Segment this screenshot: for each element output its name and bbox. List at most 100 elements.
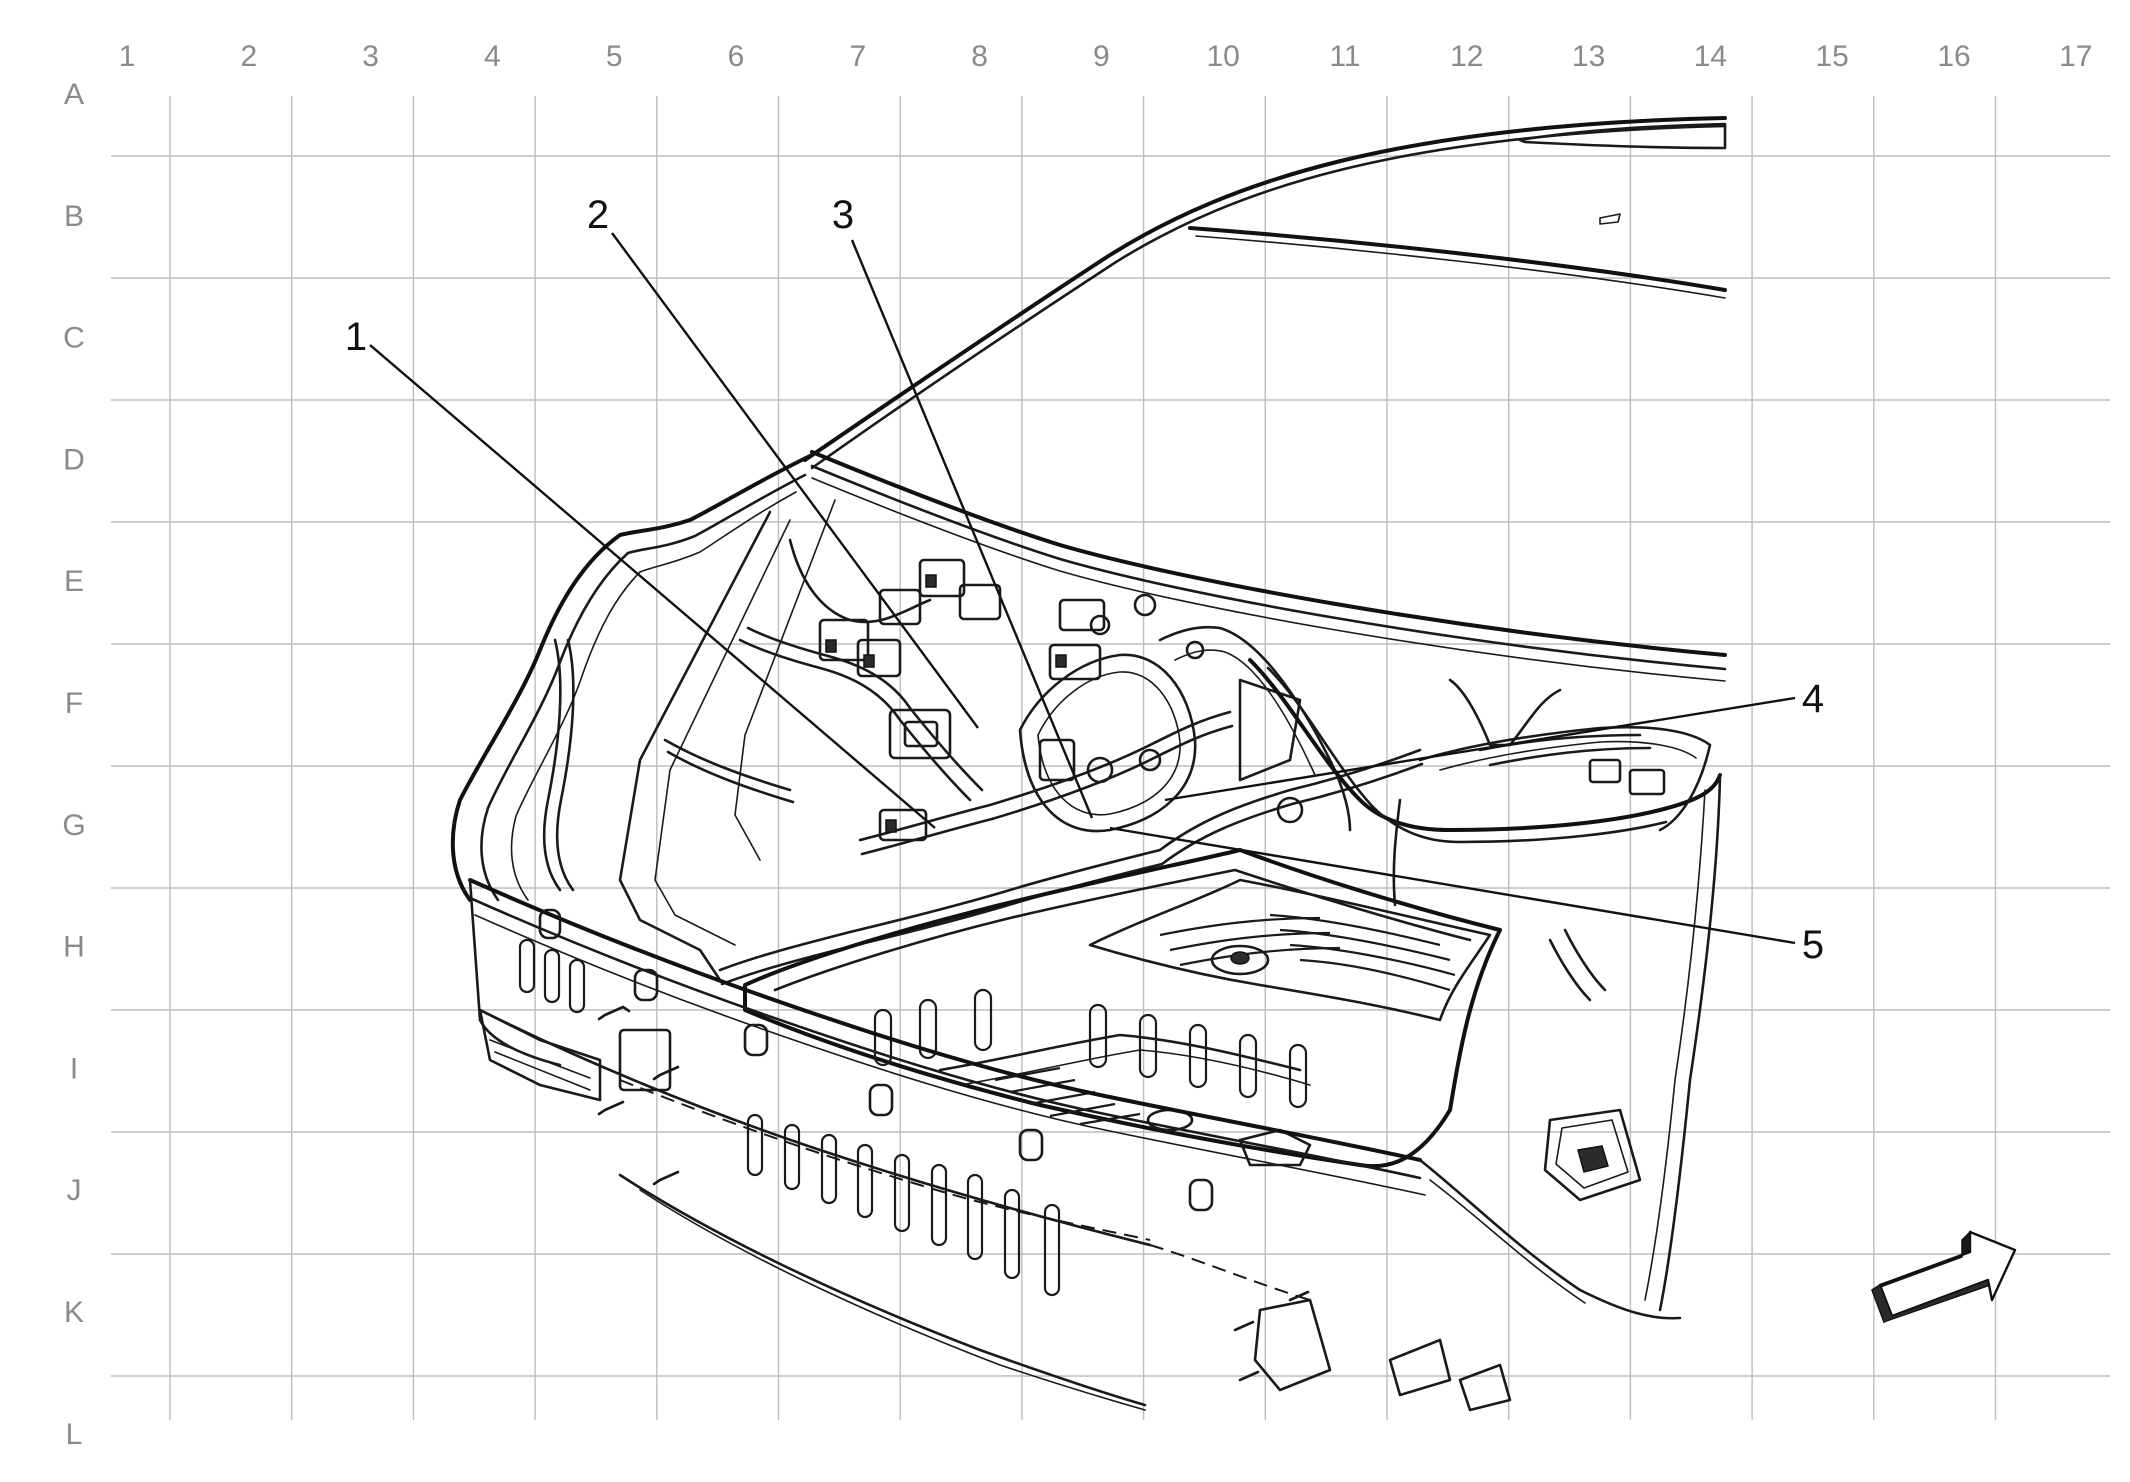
grid-lines xyxy=(111,96,2110,1420)
connector-latch xyxy=(1055,654,1067,668)
callout-leader-line xyxy=(1164,696,1796,802)
callout-number: 5 xyxy=(1802,923,1824,967)
grid-row-label: A xyxy=(64,78,84,111)
lower-center-edge xyxy=(1149,1244,1311,1301)
callout-leader-line xyxy=(1109,826,1796,945)
mounting-studs xyxy=(597,1005,680,1186)
right-quarter-hinge xyxy=(1548,928,1607,1002)
right-wheelhouse-panel-2 xyxy=(1174,649,1316,776)
rear-body-panel-bottom-edge xyxy=(618,1173,1147,1407)
wiring-harness-rear-run xyxy=(718,848,1162,972)
callout-leader-line xyxy=(850,239,1094,819)
wiring-harness-cross-strap-2 xyxy=(666,750,795,804)
window-defogger-mark xyxy=(1599,213,1621,225)
wiring-harness-vertical-left-2 xyxy=(555,638,575,892)
grid-row-label: F xyxy=(65,687,83,720)
connector-block xyxy=(1048,643,1102,681)
grid-row-label: J xyxy=(67,1174,82,1207)
rear-body-panel-lower xyxy=(478,1008,1152,1247)
right-tail-lamp-socket xyxy=(1577,1145,1609,1173)
grid-row-label: K xyxy=(64,1296,84,1329)
grid-row-label: D xyxy=(63,443,85,476)
callout-number: 3 xyxy=(832,193,854,237)
wiring-harness-lower-branch xyxy=(858,710,1232,842)
right-quarter-lower xyxy=(1418,1158,1682,1320)
connector-block xyxy=(918,558,966,598)
grid-column-label: 3 xyxy=(362,40,379,73)
right-trunk-opening-edge xyxy=(1248,658,1722,832)
connector-block xyxy=(903,720,939,748)
trim-fastener xyxy=(1138,748,1162,772)
grid-column-label: 1 xyxy=(119,40,136,73)
grid-row-label: G xyxy=(62,809,85,842)
spare-tire-hold-down xyxy=(1210,944,1270,976)
left-trunk-inner-panel-3 xyxy=(734,499,836,861)
grid-column-label: 17 xyxy=(2059,40,2092,73)
rear-window-top-edge xyxy=(803,116,1727,462)
grid-row-label: E xyxy=(64,565,84,598)
connector-latch xyxy=(885,819,897,833)
left-bumper-bracket-hatch xyxy=(489,1039,591,1091)
grid-column-label: 10 xyxy=(1207,40,1240,73)
left-quarter-outer-contour xyxy=(450,453,814,902)
vehicle-rear-trunk-drawing xyxy=(450,116,1727,1412)
center-trim-panel xyxy=(1018,653,1197,833)
grid-column-label: 2 xyxy=(240,40,257,73)
wiring-harness-main-run xyxy=(738,638,972,802)
rear-body-panel-left-end xyxy=(468,878,562,1067)
left-bumper-bracket xyxy=(478,1008,602,1102)
connector-latch xyxy=(863,654,875,668)
right-side-connector xyxy=(1588,758,1622,784)
callout-leader-line xyxy=(369,344,936,829)
rear-body-panel-top-2 xyxy=(468,896,1422,1180)
right-trunk-opening-edge-2 xyxy=(1266,666,1668,844)
lower-studs-right xyxy=(1233,1290,1310,1382)
right-side-connector xyxy=(1628,768,1666,796)
rear-window-top-edge-inner xyxy=(810,124,1727,470)
connector-block xyxy=(878,808,928,842)
cargo-floor-ribs xyxy=(1159,913,1456,992)
high-mount-lamp xyxy=(1518,122,1727,150)
spare-well-wall-slots xyxy=(873,988,1308,1109)
trim-fastener xyxy=(1089,614,1111,636)
trim-fastener xyxy=(1185,640,1205,660)
grid-column-label: 11 xyxy=(1329,40,1360,73)
grid-column-label: 4 xyxy=(484,40,501,73)
direction-arrow-icon xyxy=(1871,1230,2017,1324)
rear-body-panel-top xyxy=(468,878,1422,1162)
trim-fastener xyxy=(1086,756,1114,784)
grid-row-label: B xyxy=(64,200,84,233)
callout-number: 4 xyxy=(1802,677,1824,721)
left-trunk-inner-panel xyxy=(618,510,772,982)
center-trim-panel-inner xyxy=(1037,671,1181,816)
right-seatback-opening xyxy=(1418,725,1712,832)
grid-column-label: 9 xyxy=(1093,40,1110,73)
right-harness-segment-2 xyxy=(1488,746,1652,767)
connector-block xyxy=(1038,738,1076,782)
rear-panel-tabs xyxy=(538,908,1214,1212)
right-lower-cutout-2 xyxy=(1458,1363,1512,1412)
rear-window-bottom-edge xyxy=(1188,226,1727,292)
trunk-opening-upper-edge-3 xyxy=(811,477,1726,682)
grid-column-label: 7 xyxy=(849,40,866,73)
right-quarter-lower-2 xyxy=(1429,1179,1586,1304)
right-lower-cutout xyxy=(1388,1338,1452,1397)
rear-body-panel-lower-2 xyxy=(619,1079,1151,1241)
wiring-harness-vertical-left xyxy=(542,638,562,892)
rear-window-bottom-edge-inner xyxy=(1195,235,1726,299)
trim-fastener xyxy=(1133,593,1157,617)
left-access-plate xyxy=(618,1028,672,1092)
connector-latch xyxy=(925,574,937,588)
callout-number: 1 xyxy=(345,315,367,359)
right-quarter-rear-edge-2 xyxy=(1644,789,1706,1301)
grid-column-label: 14 xyxy=(1694,40,1727,73)
grid-row-label: L xyxy=(66,1418,83,1451)
grid-row-label: I xyxy=(70,1052,78,1085)
grid-column-label: 8 xyxy=(971,40,988,73)
rear-body-panel-top-3 xyxy=(474,914,1426,1196)
right-seatback-opening-2 xyxy=(1439,740,1697,771)
right-quarter-rear-edge xyxy=(1658,773,1722,1312)
